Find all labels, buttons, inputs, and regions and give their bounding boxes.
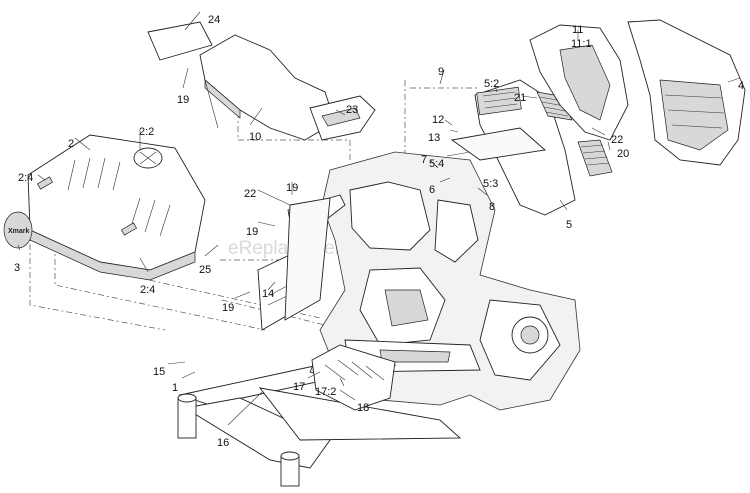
callout-5-4: 5:4 [429, 158, 444, 170]
callout-19: 19 [177, 94, 189, 106]
callout-21: 21 [514, 92, 526, 104]
callout-2: 2 [68, 138, 74, 150]
callout-15: 15 [153, 366, 165, 378]
callout-16: 16 [217, 437, 229, 449]
callout-2-4: 2:4 [140, 284, 155, 296]
callout-3: 3 [14, 262, 20, 274]
step-plate [311, 344, 396, 411]
main-chassis [319, 151, 581, 411]
callout-11: 11 [572, 24, 583, 36]
callout-11-1: 11:1 [571, 38, 592, 50]
vent-grille-21 [536, 91, 573, 121]
callout-19: 19 [246, 226, 258, 238]
callout-17: 17 [293, 381, 305, 393]
callout-22: 22 [244, 188, 256, 200]
info-plate [147, 21, 213, 61]
callout-20: 20 [617, 148, 629, 160]
callout-2-2: 2:2 [139, 126, 154, 138]
callout-4: 4 [738, 80, 744, 92]
callout-22: 22 [611, 134, 623, 146]
tank-shroud [627, 19, 746, 166]
leader-lines [17, 11, 741, 426]
console-bracket [199, 34, 336, 141]
callout-14: 14 [262, 288, 274, 300]
callout-10: 10 [249, 131, 261, 143]
console-decal [309, 95, 376, 141]
callout-18: 18 [357, 402, 369, 414]
frame-rails [177, 354, 462, 487]
rear-cover [529, 24, 629, 141]
callout-5-2: 5:2 [484, 78, 499, 90]
callout-9: 9 [438, 66, 444, 78]
callout-19: 19 [286, 182, 298, 194]
callout-7: 7 [421, 154, 427, 166]
callout-24: 24 [208, 14, 220, 26]
callout-6: 6 [429, 184, 435, 196]
callout-12: 12 [432, 114, 444, 126]
hood-panel [27, 134, 206, 281]
callout-5-3: 5:3 [483, 178, 498, 190]
vent-grille-20 [577, 139, 613, 177]
callout-23: 23 [346, 104, 358, 116]
xmark-decal: Xmark [3, 211, 33, 249]
callout-1: 1 [172, 382, 178, 394]
callout-19: 19 [222, 302, 234, 314]
callout-2-4: 2:4 [18, 172, 33, 184]
callout-5: 5 [566, 219, 572, 231]
decal-text: Xmark [8, 228, 30, 235]
side-shield-left [257, 194, 346, 331]
callout-8: 8 [489, 201, 495, 213]
callout-25: 25 [199, 264, 211, 276]
callout-17-2: 17:2 [315, 386, 336, 398]
callout-13: 13 [428, 132, 440, 144]
